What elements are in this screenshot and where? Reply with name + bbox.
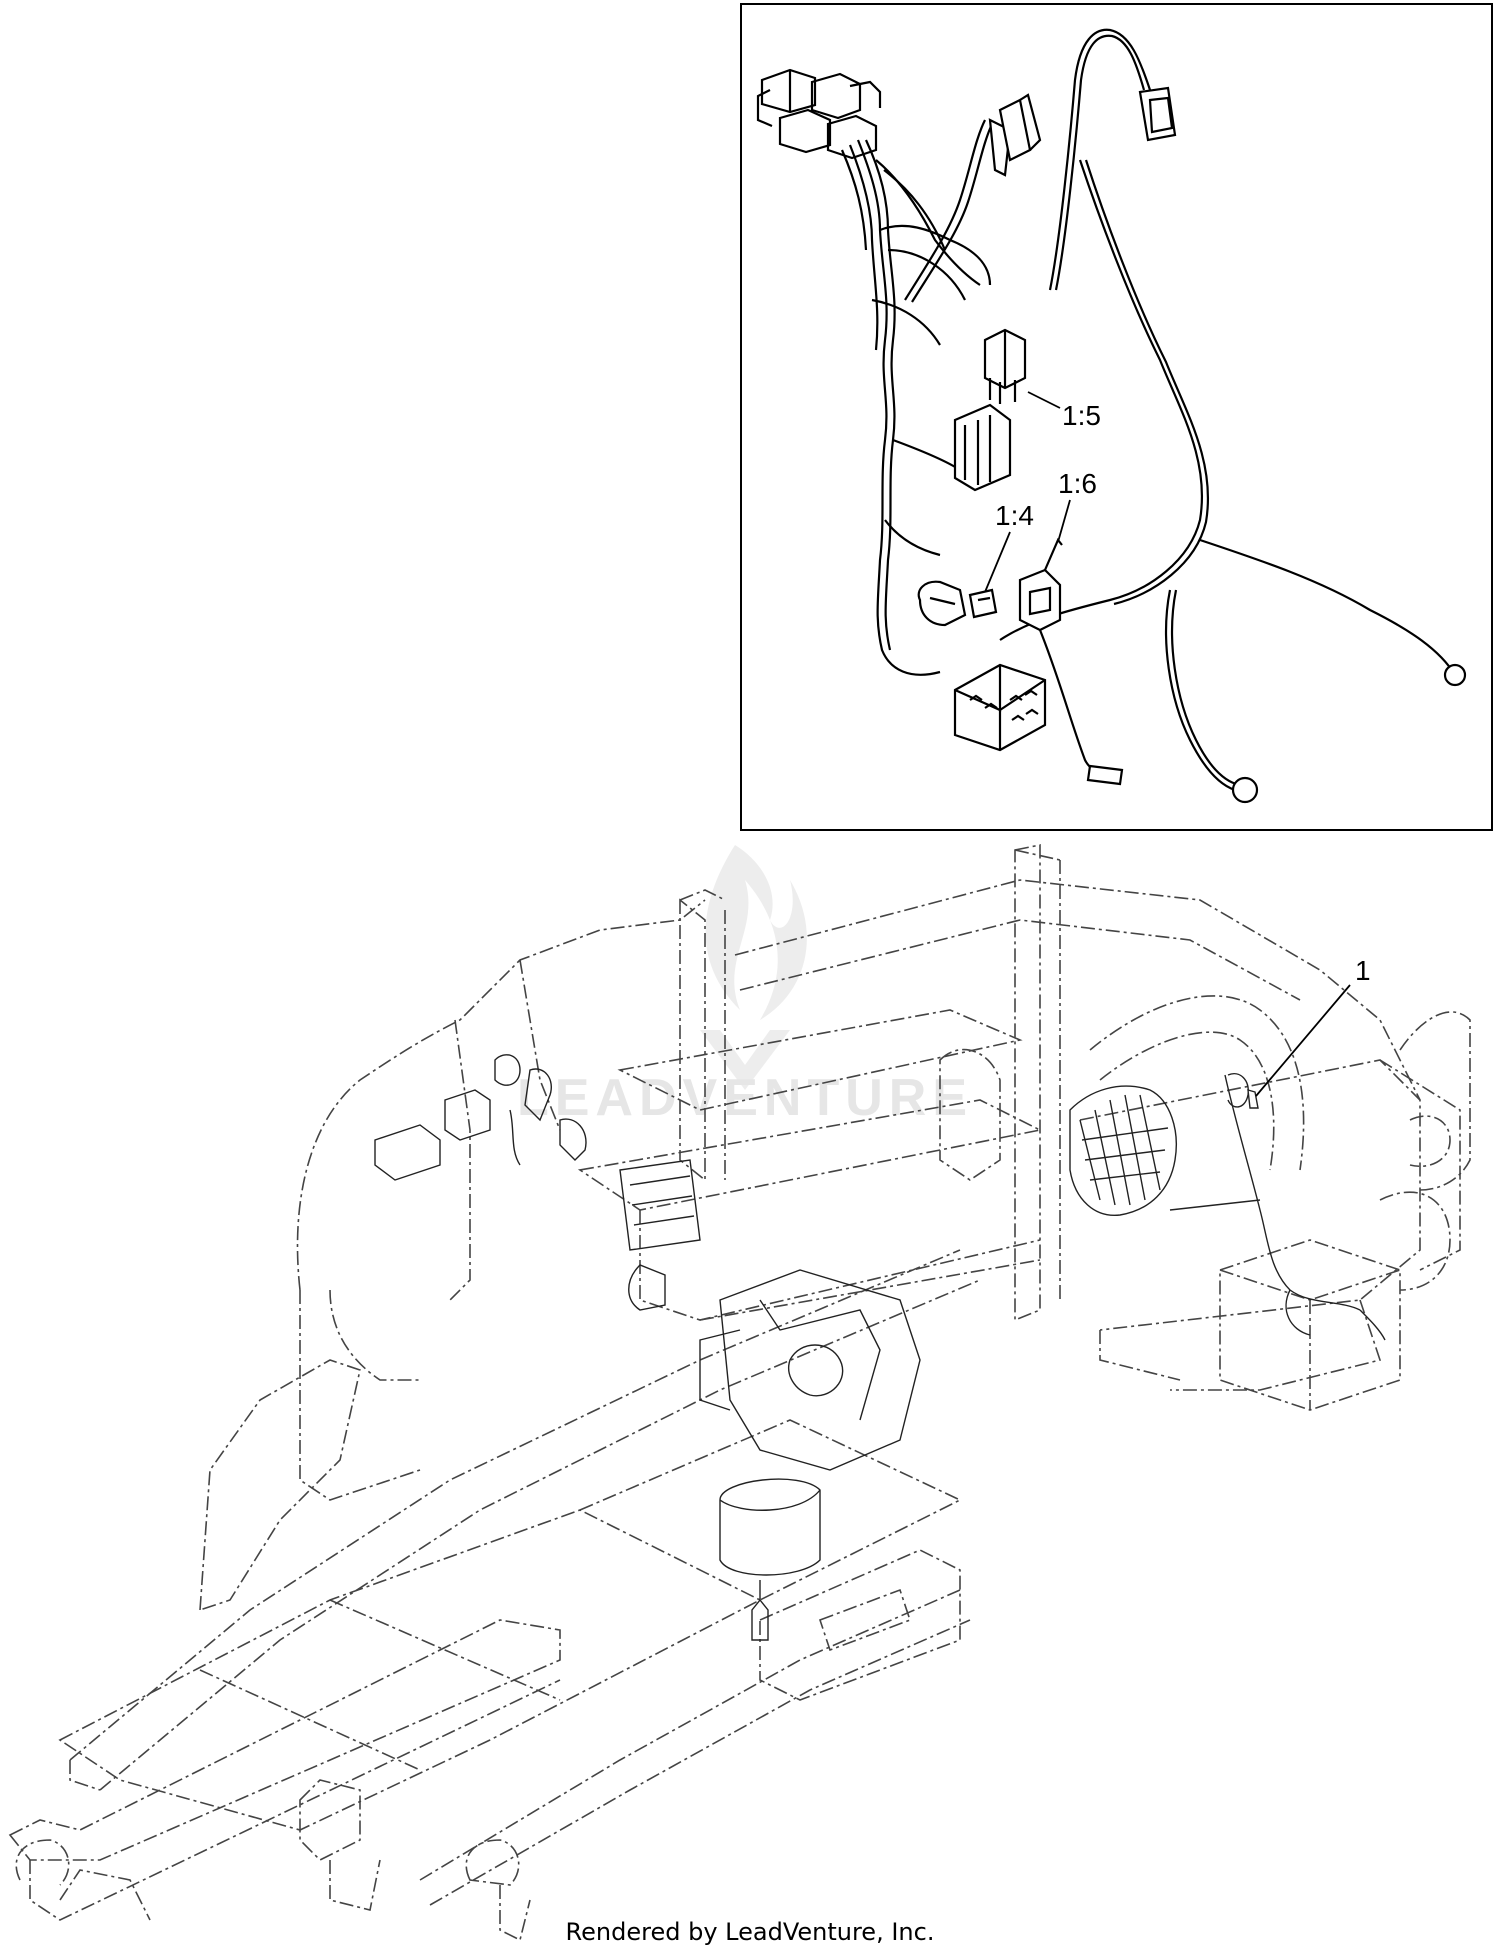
watermark: LEADVENTURE [517, 845, 973, 1127]
watermark-text: LEADVENTURE [517, 1069, 973, 1127]
leadventure-flame-logo [700, 845, 807, 1090]
inset-harness-detail [740, 3, 1493, 831]
right-side-frame [1079, 1059, 1421, 1331]
main-rail-right [419, 1589, 961, 1881]
harness-connector-mid [953, 403, 1012, 492]
long-wire-top [1048, 28, 1177, 291]
callout-1-4: 1:4 [995, 500, 1034, 531]
mower-chassis [8, 844, 1471, 1942]
engine-harness [1069, 1085, 1177, 1216]
inset-border [740, 3, 1493, 831]
upper-branch [904, 93, 1042, 303]
side-plate-left [199, 1359, 361, 1612]
callout-1-6: 1:6 [1058, 468, 1097, 499]
leader-1-4 [984, 531, 1011, 593]
rear-upright [1014, 844, 1041, 1322]
render-credit: Rendered by LeadVenture, Inc. [566, 1918, 935, 1946]
left-console-relays [374, 1124, 441, 1181]
harness-connector-left [917, 580, 967, 627]
leader-1 [1255, 984, 1351, 1097]
left-fender [296, 899, 706, 1291]
controller-module [619, 1159, 701, 1251]
sleeve-terminal [1086, 764, 1124, 786]
hydro-pump [719, 1269, 921, 1471]
leader-1-5 [1027, 391, 1061, 409]
multi-connector-cluster [756, 68, 882, 160]
central-upright-left [679, 898, 706, 1182]
fuse-block [953, 663, 1047, 752]
battery [1219, 1239, 1401, 1411]
callout-1-5: 1:5 [1062, 400, 1101, 431]
callout-1: 1 [1355, 955, 1371, 986]
cross-member-upper [617, 1009, 1023, 1111]
right-loop-wires [999, 159, 1467, 804]
part-1-6-bracket [1018, 537, 1063, 632]
front-bumper [8, 1619, 561, 1861]
part-1-4-clip [968, 588, 998, 619]
harness-item-1 [1224, 1074, 1361, 1311]
main-rail-left [69, 1249, 961, 1761]
ring-terminal-right [1443, 663, 1467, 687]
ring-terminal-bottom [1231, 776, 1259, 804]
oil-filter [719, 1478, 821, 1576]
main-harness-bundle [840, 139, 992, 676]
drive-components [374, 1054, 1386, 1641]
floor-pan [58, 1509, 762, 1831]
part-1-5-fuse [983, 328, 1027, 404]
top-right-plug [1138, 86, 1177, 142]
leader-1-6 [1057, 499, 1071, 543]
rops-frame [734, 879, 1421, 1101]
